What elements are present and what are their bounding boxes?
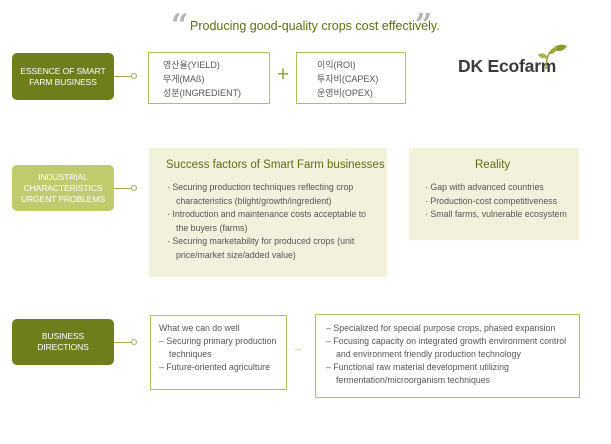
what-we-do-title: What we can do well [159, 323, 240, 333]
list-item: · Small farms, vulnerable ecosystem [425, 209, 567, 219]
list-item: 이익(ROI) [317, 60, 356, 70]
open-quote-icon: “ [171, 8, 189, 43]
list-item: · Securing production techniques reflect… [167, 182, 354, 206]
list-item: · Securing marketability for produced cr… [167, 236, 355, 260]
list-item: · Introduction and maintenance costs acc… [167, 209, 367, 233]
list-item: – Securing primary production techniques [159, 336, 277, 359]
list-item: – Specialized for special purpose crops,… [326, 323, 556, 333]
list-item: · Production-cost competitiveness [425, 195, 558, 206]
connector-line [114, 76, 132, 77]
what-we-do-box: What we can do well – Securing primary p… [150, 315, 287, 390]
list-item: 무게(MAß) [163, 74, 205, 84]
directions-box: – Specialized for special purpose crops,… [315, 314, 580, 398]
success-factors-box: Success factors of Smart Farm businesses… [149, 148, 387, 277]
row-label-directions: BUSINESS DIRECTIONS [12, 319, 114, 365]
list-item: 운영비(OPEX) [317, 88, 373, 98]
logo-wordmark: DK Ecofarm [458, 56, 557, 76]
connector-dot [131, 73, 137, 79]
arrow-icon: → [293, 343, 302, 353]
sprout-leaf-icon [538, 44, 567, 70]
row-label-essence: ESSENCE OF SMART FARM BUSINESS [12, 53, 114, 100]
success-factors-title: Success factors of Smart Farm businesses [166, 159, 385, 171]
roi-box: 이익(ROI) 투자비(CAPEX) 운영비(OPEX) [296, 52, 406, 104]
list-item: – Focusing capacity on integrated growth… [326, 336, 567, 359]
list-item: 투자비(CAPEX) [317, 74, 379, 84]
list-item: – Functional raw material development ut… [326, 362, 509, 385]
connector-dot [131, 185, 137, 191]
connector-line [114, 342, 132, 343]
yield-box: 영산율(YIELD) 무게(MAß) 성분(INGREDIENT) [148, 52, 270, 104]
list-item: · Gap with advanced countries [425, 182, 544, 192]
connector-line [114, 188, 132, 189]
reality-box: Reality · Gap with advanced countries · … [409, 148, 579, 240]
tagline: Producing good-quality crops cost effect… [190, 19, 440, 33]
reality-title: Reality [475, 159, 511, 171]
list-item: – Future-oriented agriculture [159, 362, 270, 372]
close-quote-icon: ” [415, 8, 433, 43]
row-label-industrial: INDUSTRIAL CHARACTERISTICS URGENT PROBLE… [12, 165, 114, 211]
plus-icon: + [276, 63, 290, 86]
connector-dot [131, 339, 137, 345]
list-item: 성분(INGREDIENT) [163, 88, 242, 98]
list-item: 영산율(YIELD) [163, 60, 220, 70]
